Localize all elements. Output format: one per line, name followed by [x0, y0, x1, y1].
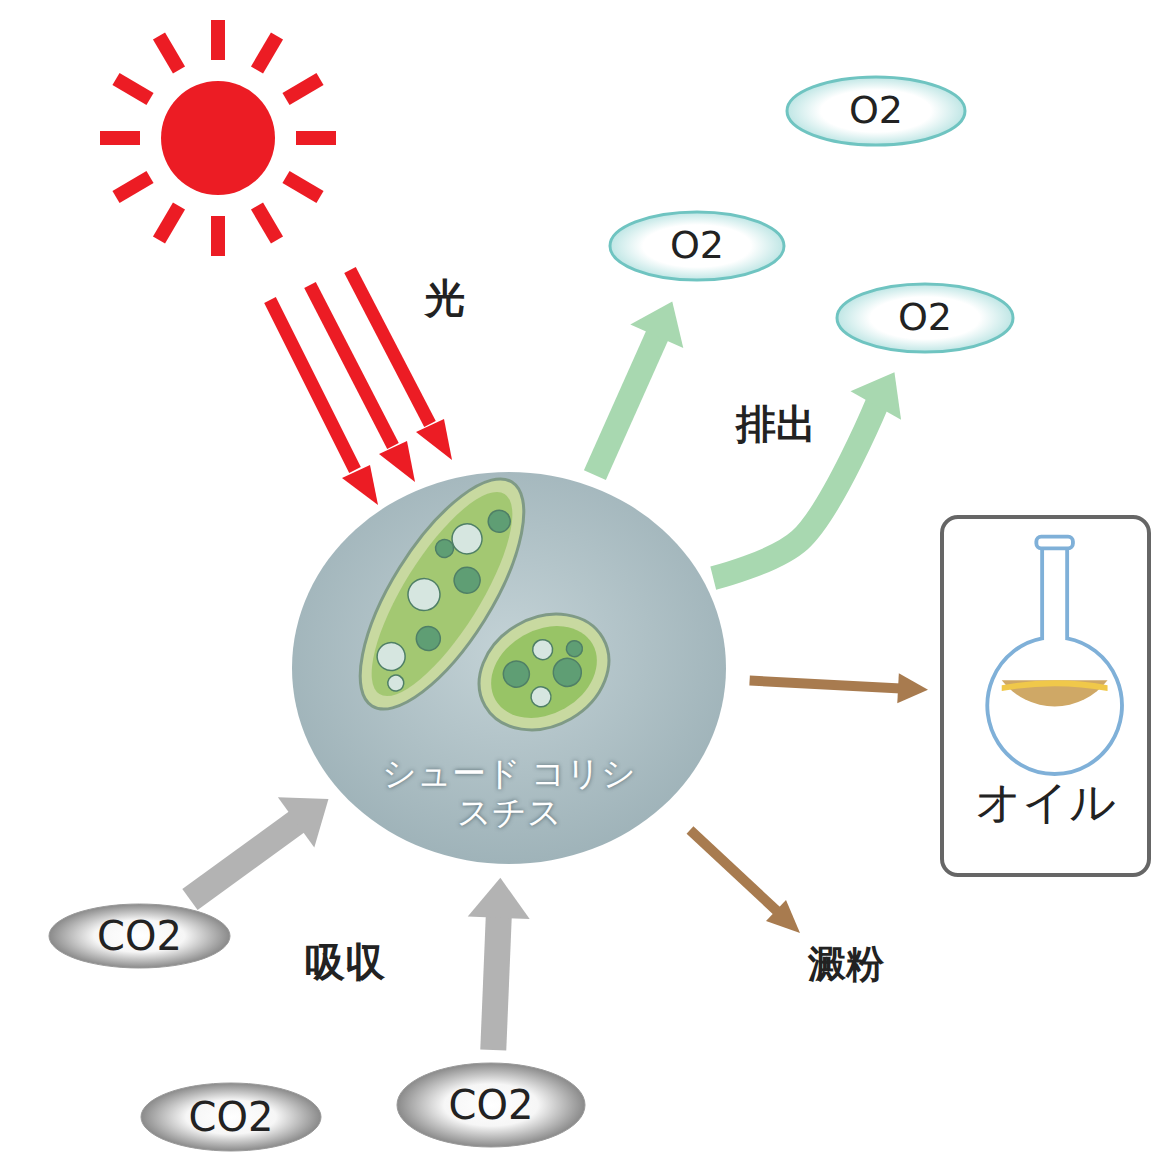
emission-label: 排出 [736, 402, 816, 446]
flow-arrow [713, 372, 901, 578]
node-text: CO2 [97, 913, 182, 959]
absorption-label: 吸収 [305, 940, 385, 984]
arrow-head [630, 302, 683, 349]
bubble-outline [787, 77, 965, 145]
bubble-outline [837, 284, 1013, 352]
sun [100, 20, 336, 256]
bubble-outline [141, 1083, 321, 1151]
starch-label: 澱粉 [808, 944, 884, 986]
arrow-head [897, 673, 928, 703]
sun-rays [100, 20, 336, 256]
node-text: O2 [849, 89, 903, 133]
flask [987, 537, 1122, 774]
flow-arrow [468, 878, 530, 1050]
co2-bubble: CO2 [140, 1082, 322, 1152]
algae-cell [458, 591, 630, 753]
starch-arrow [690, 830, 800, 933]
arrow-head [278, 797, 329, 847]
node-text: O2 [898, 296, 952, 340]
algae-circle: シュード コリシスチス [292, 472, 726, 864]
sun-disc [161, 81, 275, 195]
node-text: オイル [975, 776, 1116, 829]
light-arrows [270, 270, 452, 505]
node-text: CO2 [189, 1094, 274, 1140]
oil-box: オイル [940, 515, 1151, 877]
bubble-outline [49, 904, 230, 968]
micrograph-disc [292, 472, 726, 864]
node-text: O2 [670, 224, 724, 268]
flow-arrow [190, 797, 329, 899]
co2-bubble: CO2 [396, 1062, 586, 1148]
oxygen-bubble: O2 [835, 282, 1015, 354]
arrow-head [468, 878, 530, 919]
flow-arrow [750, 673, 928, 703]
arrow-shaft [190, 820, 299, 899]
arrow-shaft [713, 402, 877, 578]
bubble-outline [397, 1063, 585, 1147]
flow-arrow [595, 302, 683, 476]
oxygen-bubble: O2 [608, 210, 786, 282]
arrow-shaft [750, 681, 901, 689]
arrow-head [851, 372, 902, 419]
light-label: 光 [425, 276, 465, 320]
node-text: CO2 [449, 1082, 534, 1128]
arrow-shaft [493, 914, 499, 1050]
arrow-shaft [595, 333, 658, 475]
co2-bubble: CO2 [48, 903, 231, 969]
oxygen-bubble: O2 [785, 75, 967, 147]
node-text: シュード コリシスチス [374, 754, 644, 832]
bubble-outline [610, 212, 784, 280]
